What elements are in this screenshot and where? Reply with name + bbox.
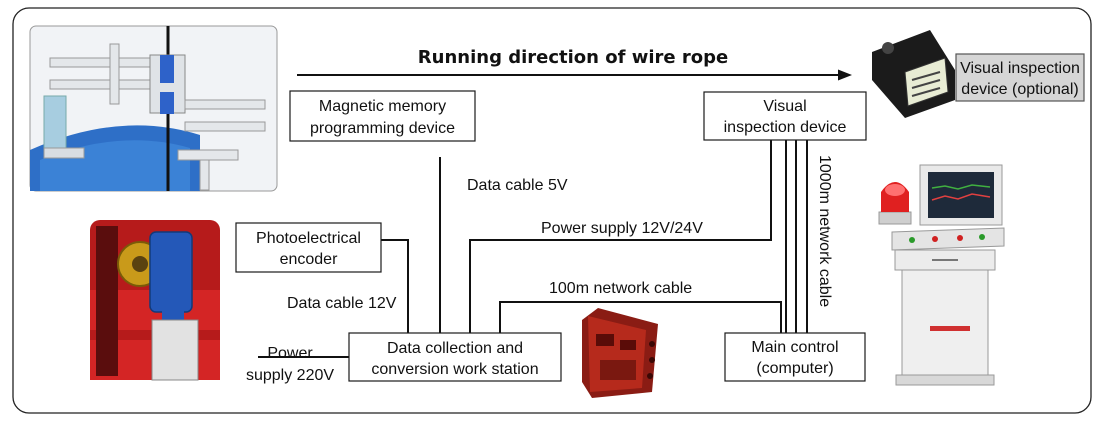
- svg-text:Visual inspection: Visual inspection: [960, 60, 1080, 77]
- svg-text:Main control: Main control: [751, 339, 838, 356]
- visual-inspection-box: Visual inspection device: [703, 91, 867, 141]
- wire-rope-sensor-illustration: [29, 25, 278, 192]
- visual-inspection-optional-box: Visual inspection device (optional): [955, 53, 1085, 102]
- svg-text:encoder: encoder: [280, 251, 338, 268]
- svg-text:programming device: programming device: [310, 120, 455, 137]
- diagram-title: Running direction of wire rope: [418, 47, 728, 68]
- connection-wires: [258, 140, 808, 358]
- data-cable-12v-label: Data cable 12V: [287, 295, 397, 312]
- station-hardware-illustration: [582, 308, 658, 398]
- svg-text:Visual: Visual: [763, 98, 806, 115]
- encoder-illustration: [90, 220, 220, 381]
- power-supply-220v-label-line2: supply 220V: [246, 367, 334, 384]
- network-cable-1000m-label: 1000m network cable: [816, 155, 833, 307]
- visual-inspection-camera-illustration: [872, 30, 955, 118]
- power-supply-12v-24v-label: Power supply 12V/24V: [541, 220, 703, 237]
- power-supply-220v-label-line1: Power: [267, 345, 313, 362]
- svg-text:conversion work station: conversion work station: [371, 361, 538, 378]
- main-control-box: Main control (computer): [724, 332, 866, 382]
- network-cable-100m-label: 100m network cable: [549, 280, 692, 297]
- magnetic-memory-box: Magnetic memory programming device: [289, 90, 476, 142]
- svg-text:device (optional): device (optional): [961, 81, 1078, 98]
- svg-text:Photoelectrical: Photoelectrical: [256, 230, 361, 247]
- photoelectrical-encoder-box: Photoelectrical encoder: [235, 222, 382, 273]
- svg-text:Data collection and: Data collection and: [387, 340, 523, 357]
- svg-text:Magnetic memory: Magnetic memory: [319, 98, 446, 115]
- running-direction-arrow: [297, 69, 852, 81]
- svg-text:inspection device: inspection device: [724, 119, 847, 136]
- data-cable-5v-label: Data cable 5V: [467, 177, 568, 194]
- svg-text:(computer): (computer): [756, 360, 833, 377]
- computer-cabinet-illustration: [878, 164, 1005, 386]
- data-collection-station-box: Data collection and conversion work stat…: [348, 332, 562, 382]
